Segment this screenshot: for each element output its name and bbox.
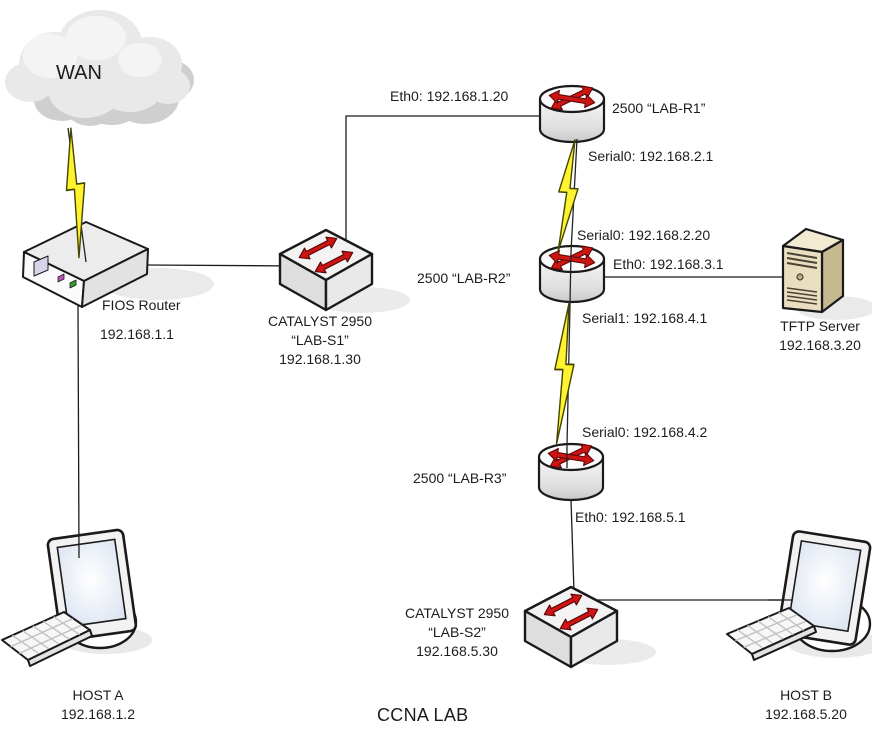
r2-eth0-label: Eth0: 192.168.3.1: [613, 256, 724, 272]
router-r1-icon: [538, 81, 606, 144]
switch-s1-hostname: “LAB-S1”: [291, 332, 349, 348]
r3-serial0-label: Serial0: 192.168.4.2: [582, 424, 708, 440]
tftp-server-ip: 192.168.3.20: [779, 337, 861, 353]
host-a-name: HOST A: [72, 687, 124, 703]
host-b-label: HOST B 192.168.5.20: [726, 686, 872, 724]
host-a-label: HOST A 192.168.1.2: [18, 686, 178, 724]
ethernet-links: [145, 115, 800, 601]
tftp-server-label: TFTP Server 192.168.3.20: [740, 317, 872, 355]
serial-links: [552, 138, 582, 468]
switch-s1-model: CATALYST 2950: [267, 313, 372, 329]
link-s1-r1: [345, 115, 545, 253]
lightning-bolt-r2-r3: [552, 302, 576, 446]
link-fios-s1: [145, 264, 301, 267]
r3-eth0-label: Eth0: 192.168.5.1: [575, 509, 686, 525]
wan-label: WAN: [56, 62, 102, 84]
fios-router-name-label: FIOS Router: [102, 297, 181, 313]
r2-serial1-label: Serial1: 192.168.4.1: [582, 310, 708, 326]
router-r3-icon: [537, 439, 605, 502]
diagram-title: CCNA LAB: [377, 705, 469, 725]
r1-serial0-label: Serial0: 192.168.2.1: [588, 148, 714, 164]
host-b-name: HOST B: [780, 687, 832, 703]
switch-s2-hostname: “LAB-S2”: [428, 624, 486, 640]
tftp-server-name: TFTP Server: [780, 318, 860, 334]
tftp-server-icon: [781, 227, 845, 314]
fios-router-icon: [22, 221, 149, 308]
wan-serial-link: [57, 126, 96, 263]
router-r2-icon: [538, 241, 606, 304]
host-b-keyboard: [726, 607, 817, 661]
switch-s2-icon: [523, 585, 619, 669]
router-r1-name-label: 2500 “LAB-R1”: [612, 100, 706, 116]
r1-eth0-label: Eth0: 192.168.1.20: [390, 88, 509, 104]
fios-led-green: [69, 279, 77, 289]
fios-port: [33, 255, 49, 277]
switch-s1-ip: 192.168.1.30: [279, 351, 361, 367]
host-b-icon: [726, 530, 872, 661]
switch-s2-ip: 192.168.5.30: [416, 643, 498, 659]
link-r3-s2: [570, 499, 575, 593]
host-b-ip: 192.168.5.20: [765, 706, 847, 722]
fios-led-magenta: [57, 273, 65, 283]
switch-s1-icon: [278, 228, 374, 312]
r2-serial0-label: Serial0: 192.168.2.20: [577, 227, 711, 243]
router-r2-name-label: 2500 “LAB-R2”: [417, 270, 511, 286]
router-r3-name-label: 2500 “LAB-R3”: [413, 470, 507, 486]
switch-s2-model: CATALYST 2950: [404, 605, 509, 621]
host-a-keyboard: [1, 611, 93, 667]
link-fios-hosta: [77, 305, 80, 559]
switch-s1-label: CATALYST 2950 “LAB-S1” 192.168.1.30: [230, 312, 410, 369]
host-a-ip: 192.168.1.2: [61, 706, 135, 722]
switch-s2-label: CATALYST 2950 “LAB-S2” 192.168.5.30: [367, 604, 547, 661]
fios-router-ip-label: 192.168.1.1: [100, 326, 174, 342]
host-a-icon: [1, 305, 138, 667]
wan-cloud-icon: [5, 10, 194, 126]
